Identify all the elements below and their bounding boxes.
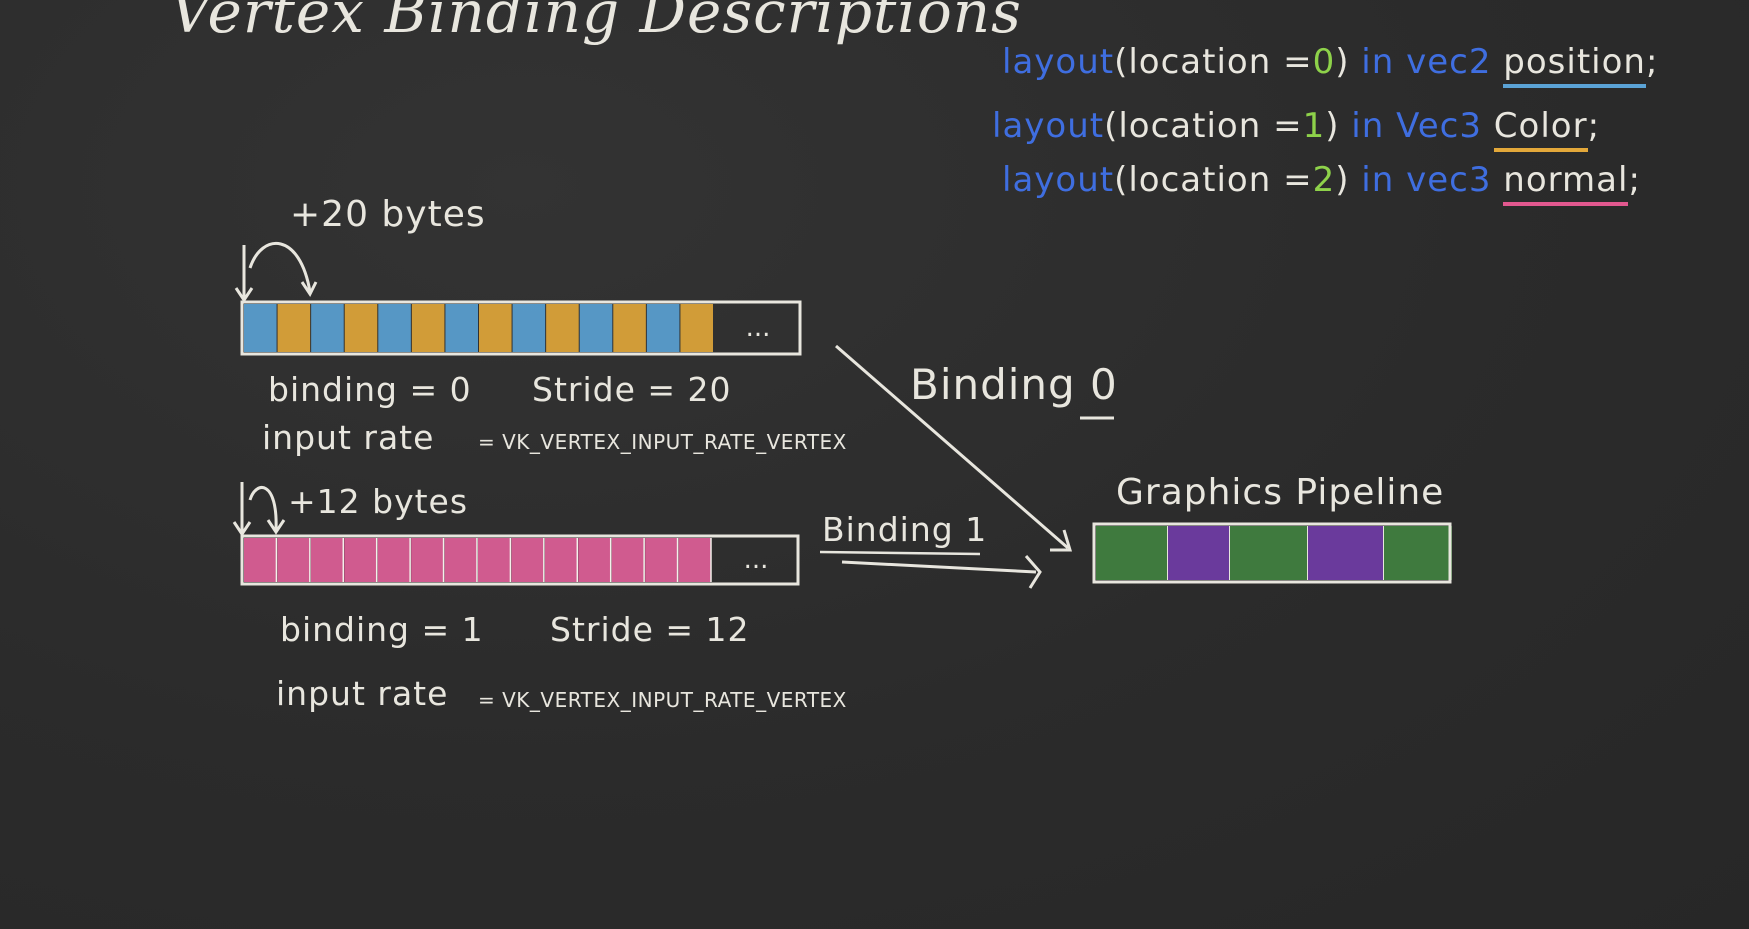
pipeline-segment (1230, 526, 1308, 580)
binding0-cells (244, 304, 713, 352)
location-label: location (1118, 106, 1262, 146)
paren-open: ( (1114, 160, 1129, 200)
location-label: location (1128, 160, 1272, 200)
buffer-cell (646, 304, 680, 352)
binding0-offset-label: +20 bytes (290, 194, 486, 235)
layout-keyword: layout (1002, 42, 1115, 82)
pipeline-segments (1096, 526, 1452, 580)
buffer-cell (479, 304, 512, 352)
variable-name-position: position (1503, 42, 1646, 88)
equals-sign: = (1273, 106, 1303, 146)
arrow-label-binding-0: Binding 0 (910, 360, 1118, 409)
variable-name-normal: normal (1503, 160, 1629, 206)
binding1-input-rate-value: = VK_VERTEX_INPUT_RATE_VERTEX (478, 688, 847, 712)
buffer-cell (377, 538, 411, 582)
location-number: 0 (1312, 42, 1336, 82)
arrow-label-binding-1: Binding 1 (822, 510, 988, 549)
buffer-cell (411, 304, 445, 352)
pipeline-segment (1308, 526, 1384, 580)
shader-layout-line-0: layout(location =0) in vec2 position; (1002, 42, 1659, 88)
location-label: location (1128, 42, 1272, 82)
diagram-title: Vertex Binding Descriptions (170, 0, 1022, 46)
type-name: vec2 (1406, 42, 1492, 82)
type-name: Vec3 (1396, 106, 1482, 146)
in-keyword: in (1361, 160, 1395, 200)
binding1-offset-label: +12 bytes (288, 482, 469, 521)
layout-keyword: layout (1002, 160, 1115, 200)
binding0-input-rate-label: input rate (262, 418, 435, 457)
buffer-cell (344, 304, 378, 352)
buffer-cell (445, 304, 478, 352)
layout-keyword: layout (992, 106, 1105, 146)
binding1-input-rate-label: input rate (276, 674, 449, 713)
graphics-pipeline-label: Graphics Pipeline (1116, 472, 1445, 513)
type-name: vec3 (1406, 160, 1492, 200)
shader-layout-line-1: layout(location =1) in Vec3 Color; (992, 106, 1601, 152)
semicolon: ; (1587, 106, 1601, 146)
equals-sign: = (1283, 160, 1313, 200)
binding1-binding-text: binding = 1 (280, 610, 484, 649)
graphics-pipeline-buffer (1092, 522, 1452, 584)
binding1-arrow-icon (841, 555, 1042, 589)
buffer-cell (578, 538, 611, 582)
buffer-cell (579, 304, 613, 352)
binding0-ellipsis: ... (746, 313, 771, 343)
binding0-binding-text: binding = 0 (268, 370, 472, 409)
paren-open: ( (1104, 106, 1119, 146)
buffer-cell (544, 538, 578, 582)
buffer-cell (546, 304, 579, 352)
paren-close: ) (1335, 160, 1350, 200)
pipeline-segment (1384, 526, 1452, 580)
equals-sign: = (1283, 42, 1313, 82)
pipeline-segment (1096, 526, 1168, 580)
binding1-label-underline (819, 550, 981, 556)
buffer-cell (444, 538, 477, 582)
buffer-cell (613, 304, 646, 352)
buffer-cell (344, 538, 377, 582)
buffer-cell (680, 304, 713, 352)
shader-layout-line-2: layout(location =2) in vec3 normal; (1002, 160, 1641, 206)
variable-name-color: Color (1493, 106, 1588, 152)
binding0-offset-arrow-icon (234, 241, 318, 303)
semicolon: ; (1628, 160, 1641, 200)
binding1-ellipsis: ... (744, 545, 769, 575)
binding1-stride-text: Stride = 12 (550, 610, 750, 649)
location-number: 1 (1302, 106, 1326, 146)
buffer-cell (310, 538, 344, 582)
binding1-cells (244, 538, 712, 582)
pipeline-outline (1092, 522, 1452, 584)
buffer-cell (645, 538, 678, 582)
in-keyword: in (1361, 42, 1395, 82)
buffer-cell (678, 538, 711, 582)
buffer-cell (277, 304, 311, 352)
paren-close: ) (1335, 42, 1350, 82)
buffer-cell (411, 538, 444, 582)
binding1-buffer: ... (240, 534, 800, 586)
binding1-buffer-outline (240, 534, 800, 586)
paren-close: ) (1325, 106, 1340, 146)
buffer-cell (511, 538, 544, 582)
location-number: 2 (1312, 160, 1336, 200)
in-keyword: in (1351, 106, 1385, 146)
binding0-input-rate-value: = VK_VERTEX_INPUT_RATE_VERTEX (478, 430, 847, 454)
buffer-cell (512, 304, 546, 352)
paren-open: ( (1114, 42, 1129, 82)
buffer-cell (244, 538, 277, 582)
buffer-cell (311, 304, 344, 352)
binding1-offset-arrow-icon (232, 482, 286, 537)
binding0-stride-text: Stride = 20 (532, 370, 732, 409)
buffer-cell (244, 304, 277, 352)
binding0-buffer-outline (240, 300, 802, 356)
binding0-buffer: ... (240, 300, 802, 356)
semicolon: ; (1645, 42, 1659, 82)
buffer-cell (378, 304, 411, 352)
pipeline-segment (1168, 526, 1230, 580)
buffer-cell (478, 538, 511, 582)
buffer-cell (611, 538, 645, 582)
binding0-arrow-icon (835, 344, 1073, 552)
buffer-cell (277, 538, 310, 582)
